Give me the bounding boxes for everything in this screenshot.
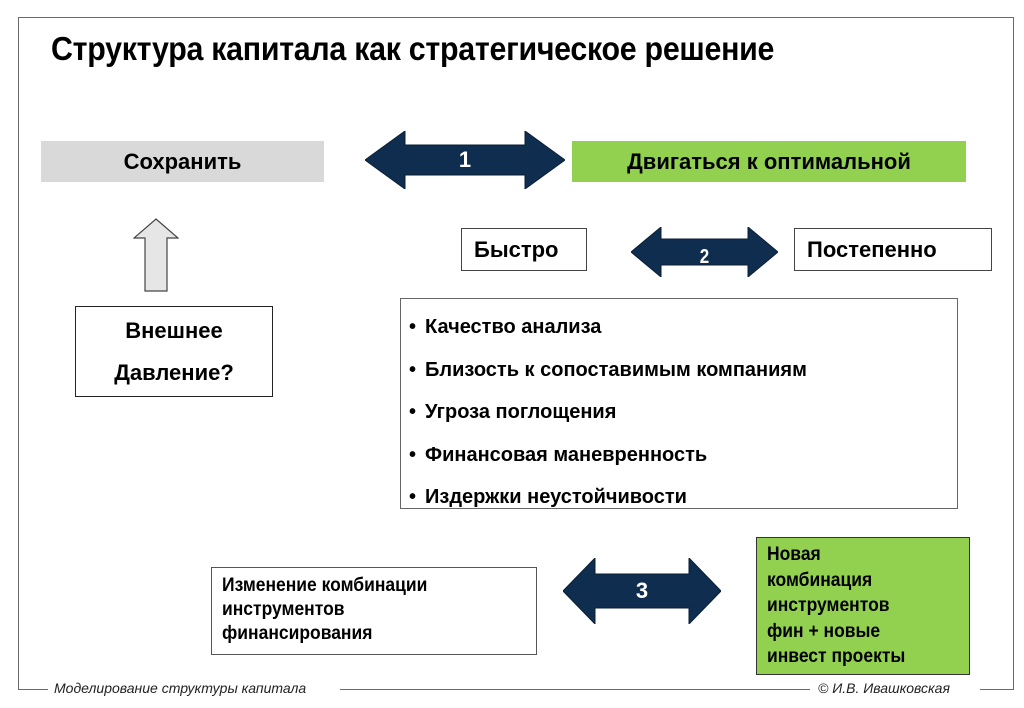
change-line: финансирования xyxy=(222,623,373,644)
arrow-1-number: 1 xyxy=(458,147,472,172)
keep-label: Сохранить xyxy=(123,148,242,174)
bullet: • xyxy=(409,316,417,338)
double-arrow-1 xyxy=(365,131,565,189)
bullet: • xyxy=(409,401,417,423)
fast-label: Быстро xyxy=(474,236,559,262)
double-arrow-icon xyxy=(365,131,565,189)
list-item: • Издержки неустойчивости xyxy=(409,476,957,519)
gradual-box: Постепенно xyxy=(794,228,992,271)
slide-frame-bottom xyxy=(340,689,810,690)
new-line: комбинация xyxy=(767,569,873,591)
change-line: инструментов xyxy=(222,599,345,620)
list-item: • Близость к сопоставимым компаниям xyxy=(409,349,957,392)
double-arrow-icon xyxy=(563,558,721,624)
slide-title: Структура капитала как стратегическое ре… xyxy=(51,30,775,67)
factor-text: Качество анализа xyxy=(425,316,602,338)
new-line: инструментов xyxy=(767,595,890,616)
factor-text: Финансовая маневренность xyxy=(425,443,708,466)
change-combination-box: Изменение комбинации инструментов финанс… xyxy=(211,567,537,655)
double-arrow-3 xyxy=(563,558,721,624)
new-line: фин + новые xyxy=(767,620,881,642)
slide-frame-bottom xyxy=(980,689,1014,690)
slide-frame-top xyxy=(18,17,1014,18)
new-line: инвест проекты xyxy=(767,646,906,667)
factors-list: • Качество анализа • Близость к сопоставим… xyxy=(400,298,958,509)
keep-box: Сохранить xyxy=(41,141,324,182)
external-pressure-box: Внешнее Давление? xyxy=(75,306,273,397)
change-line: Изменение комбинации xyxy=(222,575,428,596)
list-item: • Качество анализа xyxy=(409,306,957,349)
double-arrow-icon xyxy=(631,227,778,277)
new-line: Новая xyxy=(767,544,821,565)
slide-frame-right xyxy=(1013,17,1014,690)
new-combination-box: Новая комбинация инструментов фин + новы… xyxy=(756,537,970,675)
fast-box: Быстро xyxy=(461,228,587,271)
factor-text: Угроза поглощения xyxy=(425,401,617,423)
gradual-label: Постепенно xyxy=(807,236,937,262)
factor-text: Издержки неустойчивости xyxy=(425,486,687,508)
footer-course-title: Моделирование структуры капитала xyxy=(54,680,307,696)
footer-author: © И.В. Ивашковская xyxy=(818,680,950,696)
bullet: • xyxy=(409,443,417,466)
slide-frame-bottom xyxy=(18,689,48,690)
list-item: • Финансовая маневренность xyxy=(409,434,957,477)
factor-text: Близость к сопоставимым компаниям xyxy=(425,358,807,381)
pressure-line-2: Давление? xyxy=(114,359,234,385)
bullet: • xyxy=(409,486,417,508)
slide-frame-left xyxy=(18,17,19,690)
move-optimal-box: Двигаться к оптимальной xyxy=(572,141,966,182)
up-arrow-icon xyxy=(133,218,179,292)
list-item: • Угроза поглощения xyxy=(409,391,957,434)
arrow-3-number: 3 xyxy=(635,578,649,603)
bullet: • xyxy=(409,358,417,381)
double-arrow-2 xyxy=(631,227,778,277)
pressure-line-1: Внешнее xyxy=(125,317,223,343)
arrow-2-number: 2 xyxy=(699,245,710,268)
move-optimal-label: Двигаться к оптимальной xyxy=(627,148,911,174)
